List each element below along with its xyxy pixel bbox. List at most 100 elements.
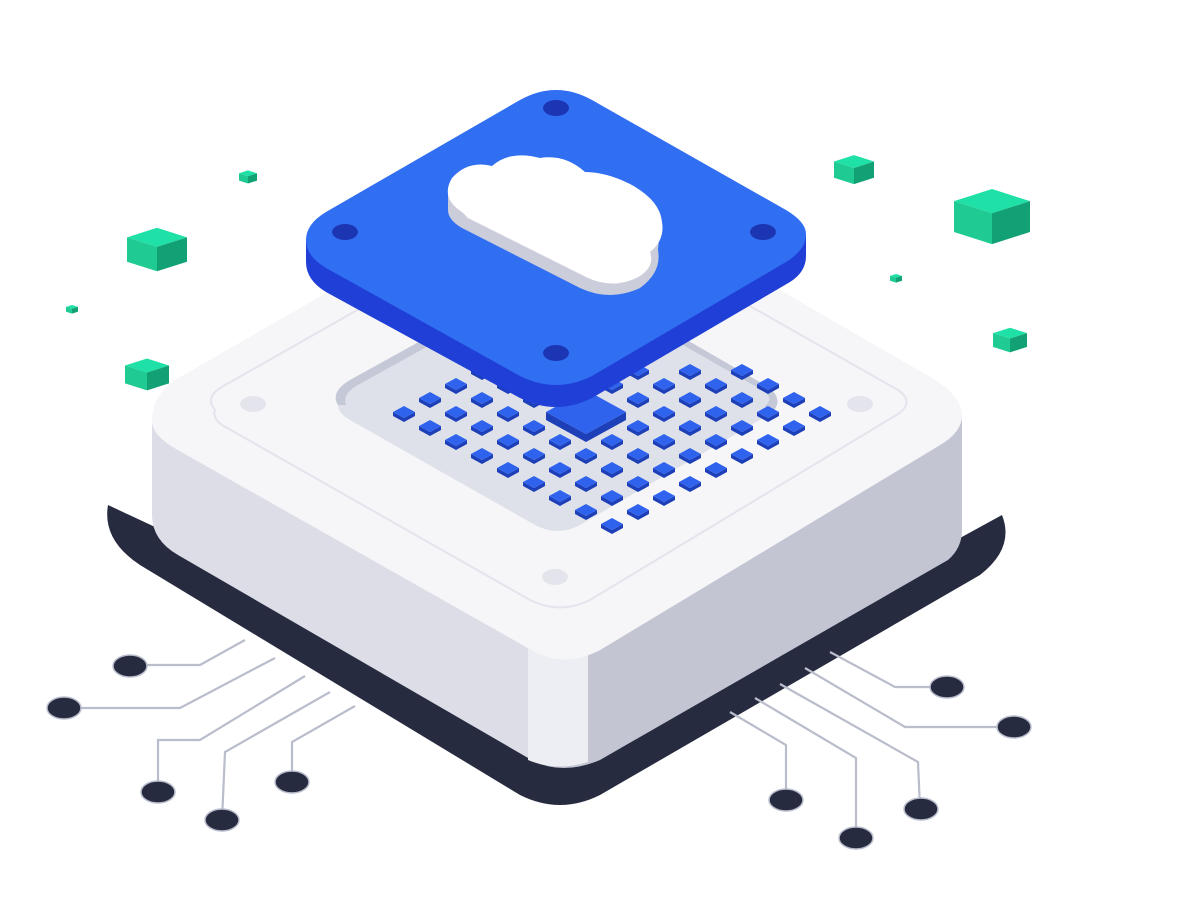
grid-cell-side <box>445 440 467 450</box>
circuit-trace <box>804 667 1010 729</box>
grid-cell <box>627 392 649 404</box>
grid-cell-side <box>523 426 545 436</box>
cover-hole-left <box>332 224 358 240</box>
circuit-pad <box>903 797 939 821</box>
grid-cell <box>731 448 753 460</box>
grid-cell <box>731 392 753 404</box>
grid-cell-side <box>471 426 493 436</box>
grid-cell-side <box>679 482 701 492</box>
grid-cell <box>549 434 571 446</box>
floating-cube <box>127 227 187 272</box>
grid-cell-side <box>497 468 519 478</box>
grid-cell-side <box>575 510 597 520</box>
circuit-pad <box>838 826 874 850</box>
cube-icon <box>66 155 1030 391</box>
grid-cell <box>705 406 727 418</box>
grid-cell-side <box>575 482 597 492</box>
grid-cell-side <box>705 384 727 394</box>
grid-cell <box>653 490 675 502</box>
grid-cell-side <box>705 412 727 422</box>
grid-cell-side <box>679 398 701 408</box>
chip-inner-outline <box>210 204 908 609</box>
grid-cell <box>549 462 571 474</box>
circuit-trace <box>829 651 946 689</box>
grid-cell <box>393 406 415 418</box>
grid-cell <box>679 364 701 376</box>
grid-cell-side <box>627 398 649 408</box>
screw-hole-bottom <box>542 569 568 585</box>
grid-cell-side <box>679 370 701 380</box>
grid-cell <box>627 420 649 432</box>
grid-cell <box>757 434 779 446</box>
screw-hole-left <box>240 396 266 412</box>
grid-cell-side <box>653 440 675 450</box>
circuit-pad <box>140 780 176 804</box>
grid-cell-side <box>497 412 519 422</box>
grid-cell-side <box>523 454 545 464</box>
circuit-icon <box>66 639 1010 838</box>
grid-cell <box>523 476 545 488</box>
circuit-trace <box>156 675 306 790</box>
grid-cell-side <box>653 412 675 422</box>
grid-cell <box>471 420 493 432</box>
cloud-top <box>447 155 663 284</box>
grid-cell <box>523 448 545 460</box>
circuit-pad <box>46 696 82 720</box>
grid-cell <box>575 476 597 488</box>
grid-cell-side <box>653 496 675 506</box>
grid-cell <box>575 448 597 460</box>
grid-cell <box>445 378 467 390</box>
floating-cube <box>239 170 257 184</box>
grid-cell <box>731 420 753 432</box>
grid-cell <box>653 378 675 390</box>
grid-cell-side <box>653 384 675 394</box>
grid-cell-side <box>523 482 545 492</box>
chip-side-left <box>152 420 535 762</box>
grid-cell <box>471 448 493 460</box>
grid-cell-side <box>497 440 519 450</box>
grid-cell-side <box>809 412 831 422</box>
grid-cell-side <box>679 454 701 464</box>
circuit-pad <box>768 788 804 812</box>
grid-cell-side <box>705 468 727 478</box>
grid-cell-side <box>549 440 571 450</box>
grid-cell <box>523 420 545 432</box>
circuit-pad <box>996 715 1032 739</box>
grid-cell <box>757 378 779 390</box>
grid-cell <box>445 434 467 446</box>
grid-cell <box>575 504 597 516</box>
grid-cell <box>419 420 441 432</box>
screw-hole-right <box>847 396 873 412</box>
grid-cell <box>705 434 727 446</box>
grid-cell-side <box>419 426 441 436</box>
grid-cell-side <box>731 454 753 464</box>
grid-cell-side <box>653 468 675 478</box>
circuit-trace <box>220 691 331 821</box>
grid-cell-side <box>627 426 649 436</box>
grid-cell-side <box>731 398 753 408</box>
grid-cell <box>497 462 519 474</box>
floating-cube <box>890 273 902 283</box>
grid-cell-side <box>627 510 649 520</box>
grid-cell-side <box>757 384 779 394</box>
grid-cell-side <box>627 370 649 380</box>
grid-cell <box>601 490 623 502</box>
grid-cell-side <box>601 468 623 478</box>
grid-cell <box>601 462 623 474</box>
cover-side <box>306 234 806 407</box>
cover-hole-top <box>543 100 569 116</box>
grid-cell-side <box>731 370 753 380</box>
cover-hole-right <box>750 224 776 240</box>
grid-cell <box>653 434 675 446</box>
grid-cell <box>601 518 623 530</box>
grid-cell-side <box>783 398 805 408</box>
chip-side-right <box>535 415 962 769</box>
grid-cell <box>731 364 753 376</box>
grid-cell <box>627 476 649 488</box>
grid-cell <box>653 406 675 418</box>
grid-cell <box>627 448 649 460</box>
grid-cell-side <box>627 482 649 492</box>
grid-cell <box>419 392 441 404</box>
grid-cell-side <box>393 412 415 422</box>
grid-cell-side <box>601 524 623 534</box>
